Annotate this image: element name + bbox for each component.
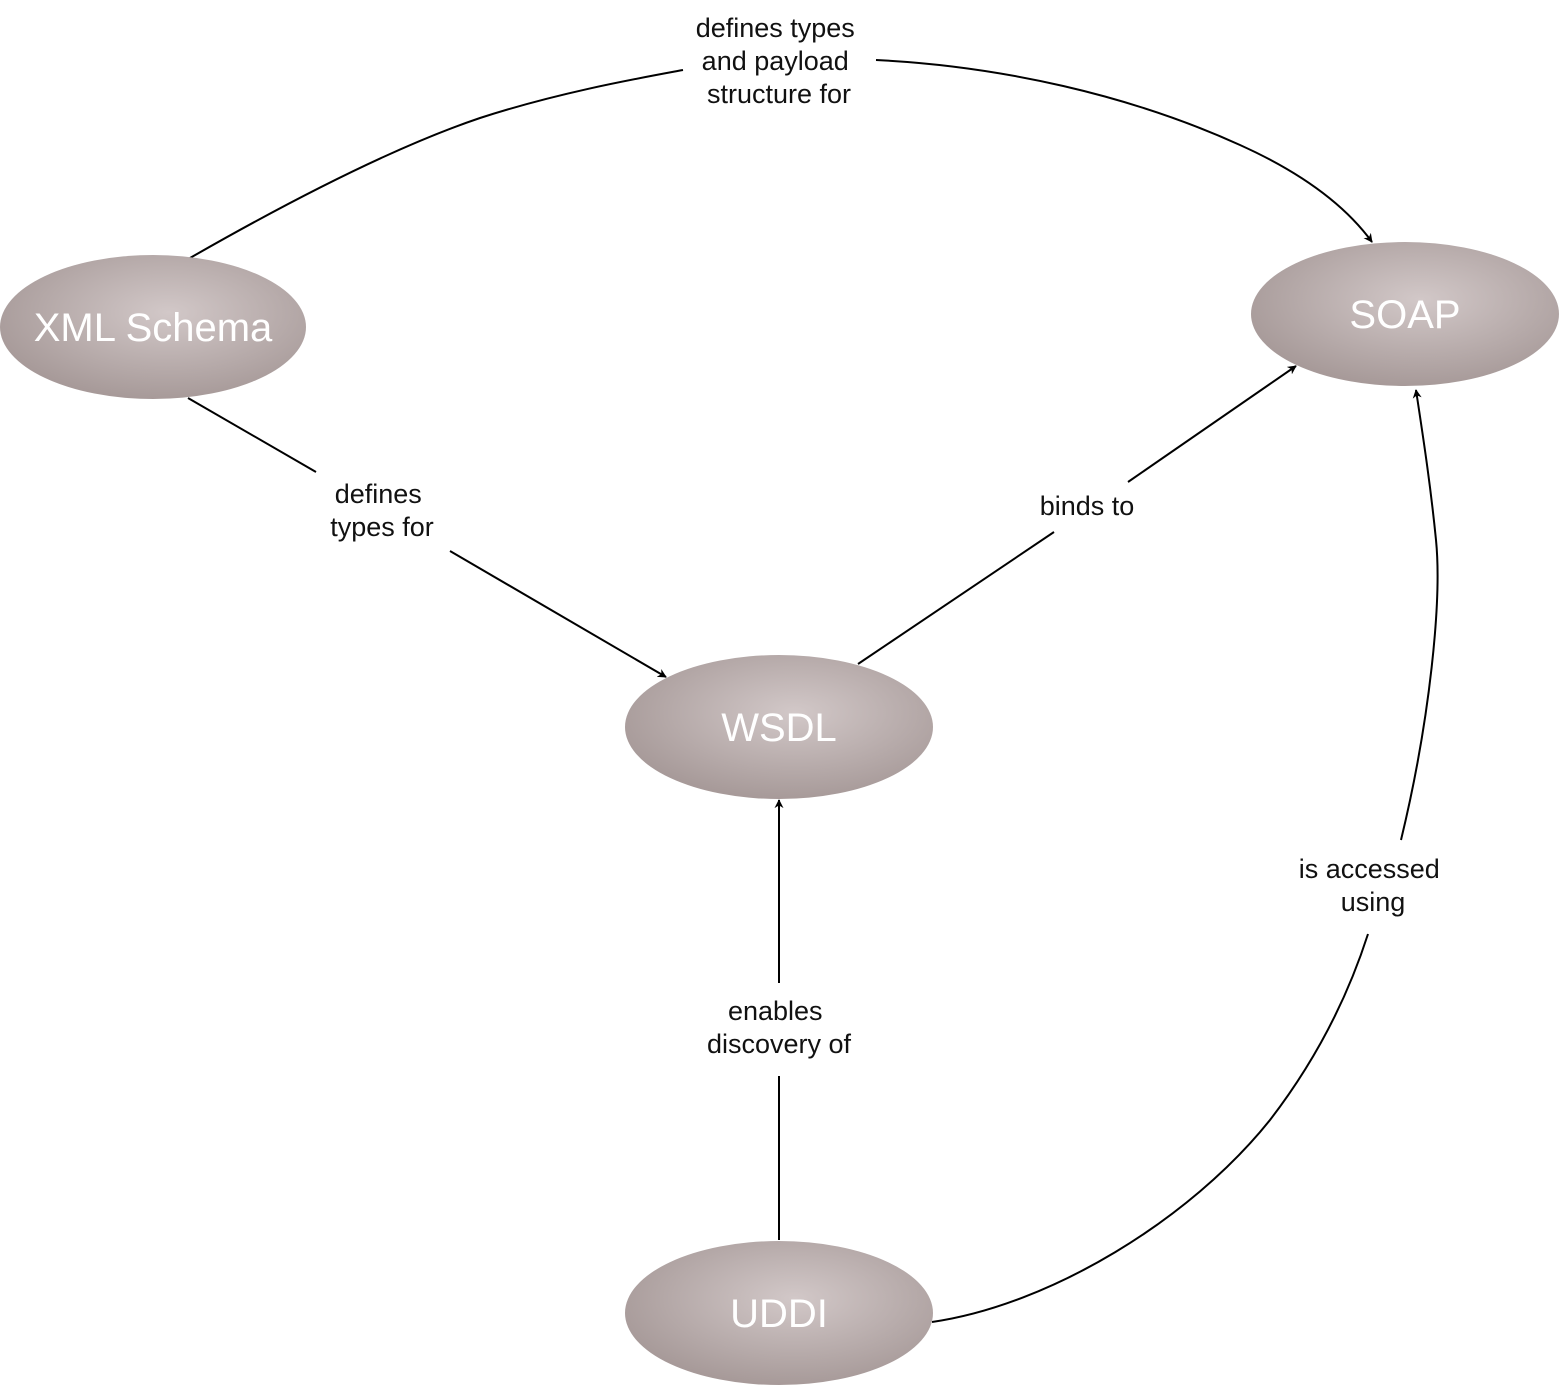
- node-wsdl[interactable]: WSDL: [625, 655, 933, 799]
- node-soap-label: SOAP: [1349, 293, 1460, 337]
- node-wsdl-shape: [625, 655, 933, 799]
- edge-wsdl-to-soap-bottom: [857, 531, 1055, 665]
- node-uddi-shape: [625, 1241, 933, 1385]
- edge-xml-schema-to-wsdl-top: [187, 397, 317, 473]
- edge-label-uddi-to-wsdl: enables discovery of: [707, 996, 852, 1059]
- edges: [187, 59, 1439, 1323]
- node-wsdl-label: WSDL: [721, 706, 837, 750]
- node-soap[interactable]: SOAP: [1251, 242, 1559, 386]
- node-soap-shape: [1251, 242, 1559, 386]
- edge-label-wsdl-to-soap: binds to: [1040, 491, 1135, 521]
- edge-labels: defines types and payload structure for …: [330, 13, 1448, 1059]
- edge-uddi-to-soap-top: [1400, 389, 1439, 841]
- node-xml-schema-shape: [0, 255, 306, 399]
- edge-label-uddi-to-soap: is accessed using: [1299, 854, 1448, 917]
- edge-uddi-to-soap-bottom: [931, 933, 1369, 1323]
- edge-label-xml-schema-to-wsdl: defines types for: [330, 479, 434, 542]
- edge-xml-schema-to-soap-right: [875, 59, 1373, 243]
- edge-wsdl-to-soap-top: [1127, 365, 1297, 483]
- node-xml-schema[interactable]: XML Schema: [0, 255, 306, 399]
- edge-xml-schema-to-soap-left: [189, 69, 684, 259]
- node-uddi[interactable]: UDDI: [625, 1241, 933, 1385]
- edge-label-xml-schema-to-soap: defines types and payload structure for: [696, 13, 863, 109]
- node-uddi-label: UDDI: [730, 1292, 828, 1336]
- node-xml-schema-label: XML Schema: [34, 306, 273, 350]
- edge-xml-schema-to-wsdl-bottom: [449, 550, 667, 678]
